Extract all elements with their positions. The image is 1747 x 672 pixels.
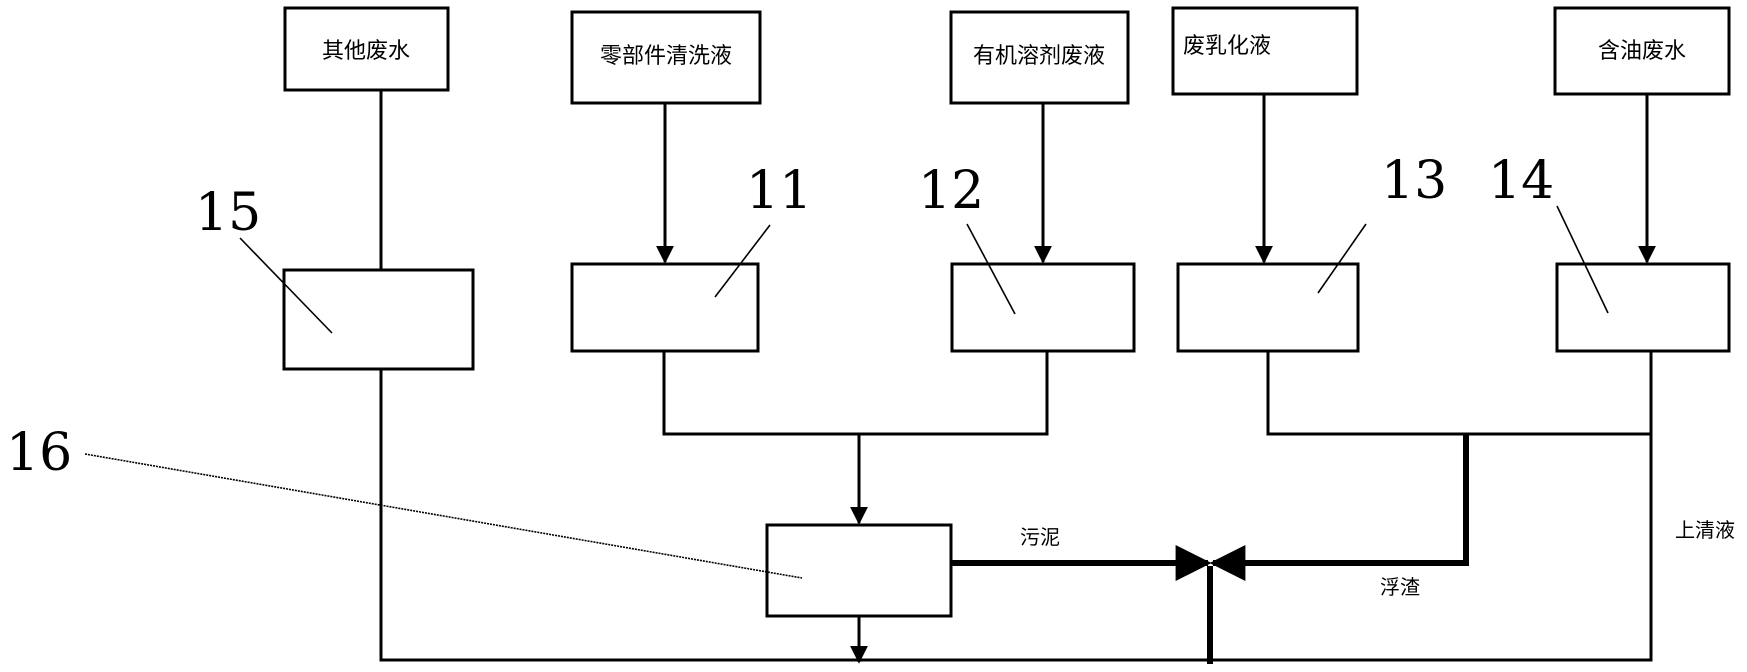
source-label-oily-wastewater: 含油废水: [1598, 39, 1686, 64]
leader-16: [84, 453, 803, 579]
treatment-box-15: [282, 268, 475, 371]
source-label-waste-emulsion: 废乳化液: [1183, 34, 1271, 59]
bottom-collector-line: [379, 369, 859, 662]
flow-label-scum: 浮渣: [1380, 575, 1420, 599]
label-13: 13: [1381, 151, 1447, 211]
source-label-other-wastewater: 其他废水: [322, 39, 410, 64]
label-12: 12: [918, 161, 984, 221]
label-15: 15: [195, 183, 261, 243]
treatment-box-16: [765, 523, 953, 618]
merge-line-11-12: [662, 351, 1049, 436]
leader-12: [966, 223, 1016, 315]
supernatant-line: [1216, 434, 1653, 662]
flow-label-supernatant: 上清液: [1675, 518, 1735, 542]
source-box-waste-emulsion: [1171, 6, 1359, 96]
scum-line: [1209, 434, 1469, 581]
label-16: 16: [6, 423, 72, 483]
leader-11: [714, 224, 771, 298]
treatment-box-11: [570, 262, 760, 353]
source-box-oily-wastewater: [1553, 6, 1731, 96]
label-14: 14: [1488, 151, 1554, 211]
leader-13: [1317, 223, 1367, 294]
merge-line-13-14: [1266, 351, 1653, 436]
leader-15: [239, 237, 333, 334]
source-label-organic-solvent: 有机溶剂废液: [973, 44, 1105, 69]
source-box-other-wastewater: [283, 6, 450, 92]
treatment-box-13: [1176, 262, 1360, 353]
source-label-parts-cleaning: 零部件清洗液: [600, 44, 732, 69]
treatment-box-14: [1555, 262, 1731, 353]
label-11: 11: [746, 161, 812, 221]
source-box-parts-cleaning: [570, 10, 762, 105]
source-box-organic-solvent: [949, 10, 1130, 105]
flow-label-sludge: 污泥: [1020, 525, 1060, 549]
treatment-box-12: [950, 262, 1136, 353]
leader-14: [1556, 205, 1609, 314]
